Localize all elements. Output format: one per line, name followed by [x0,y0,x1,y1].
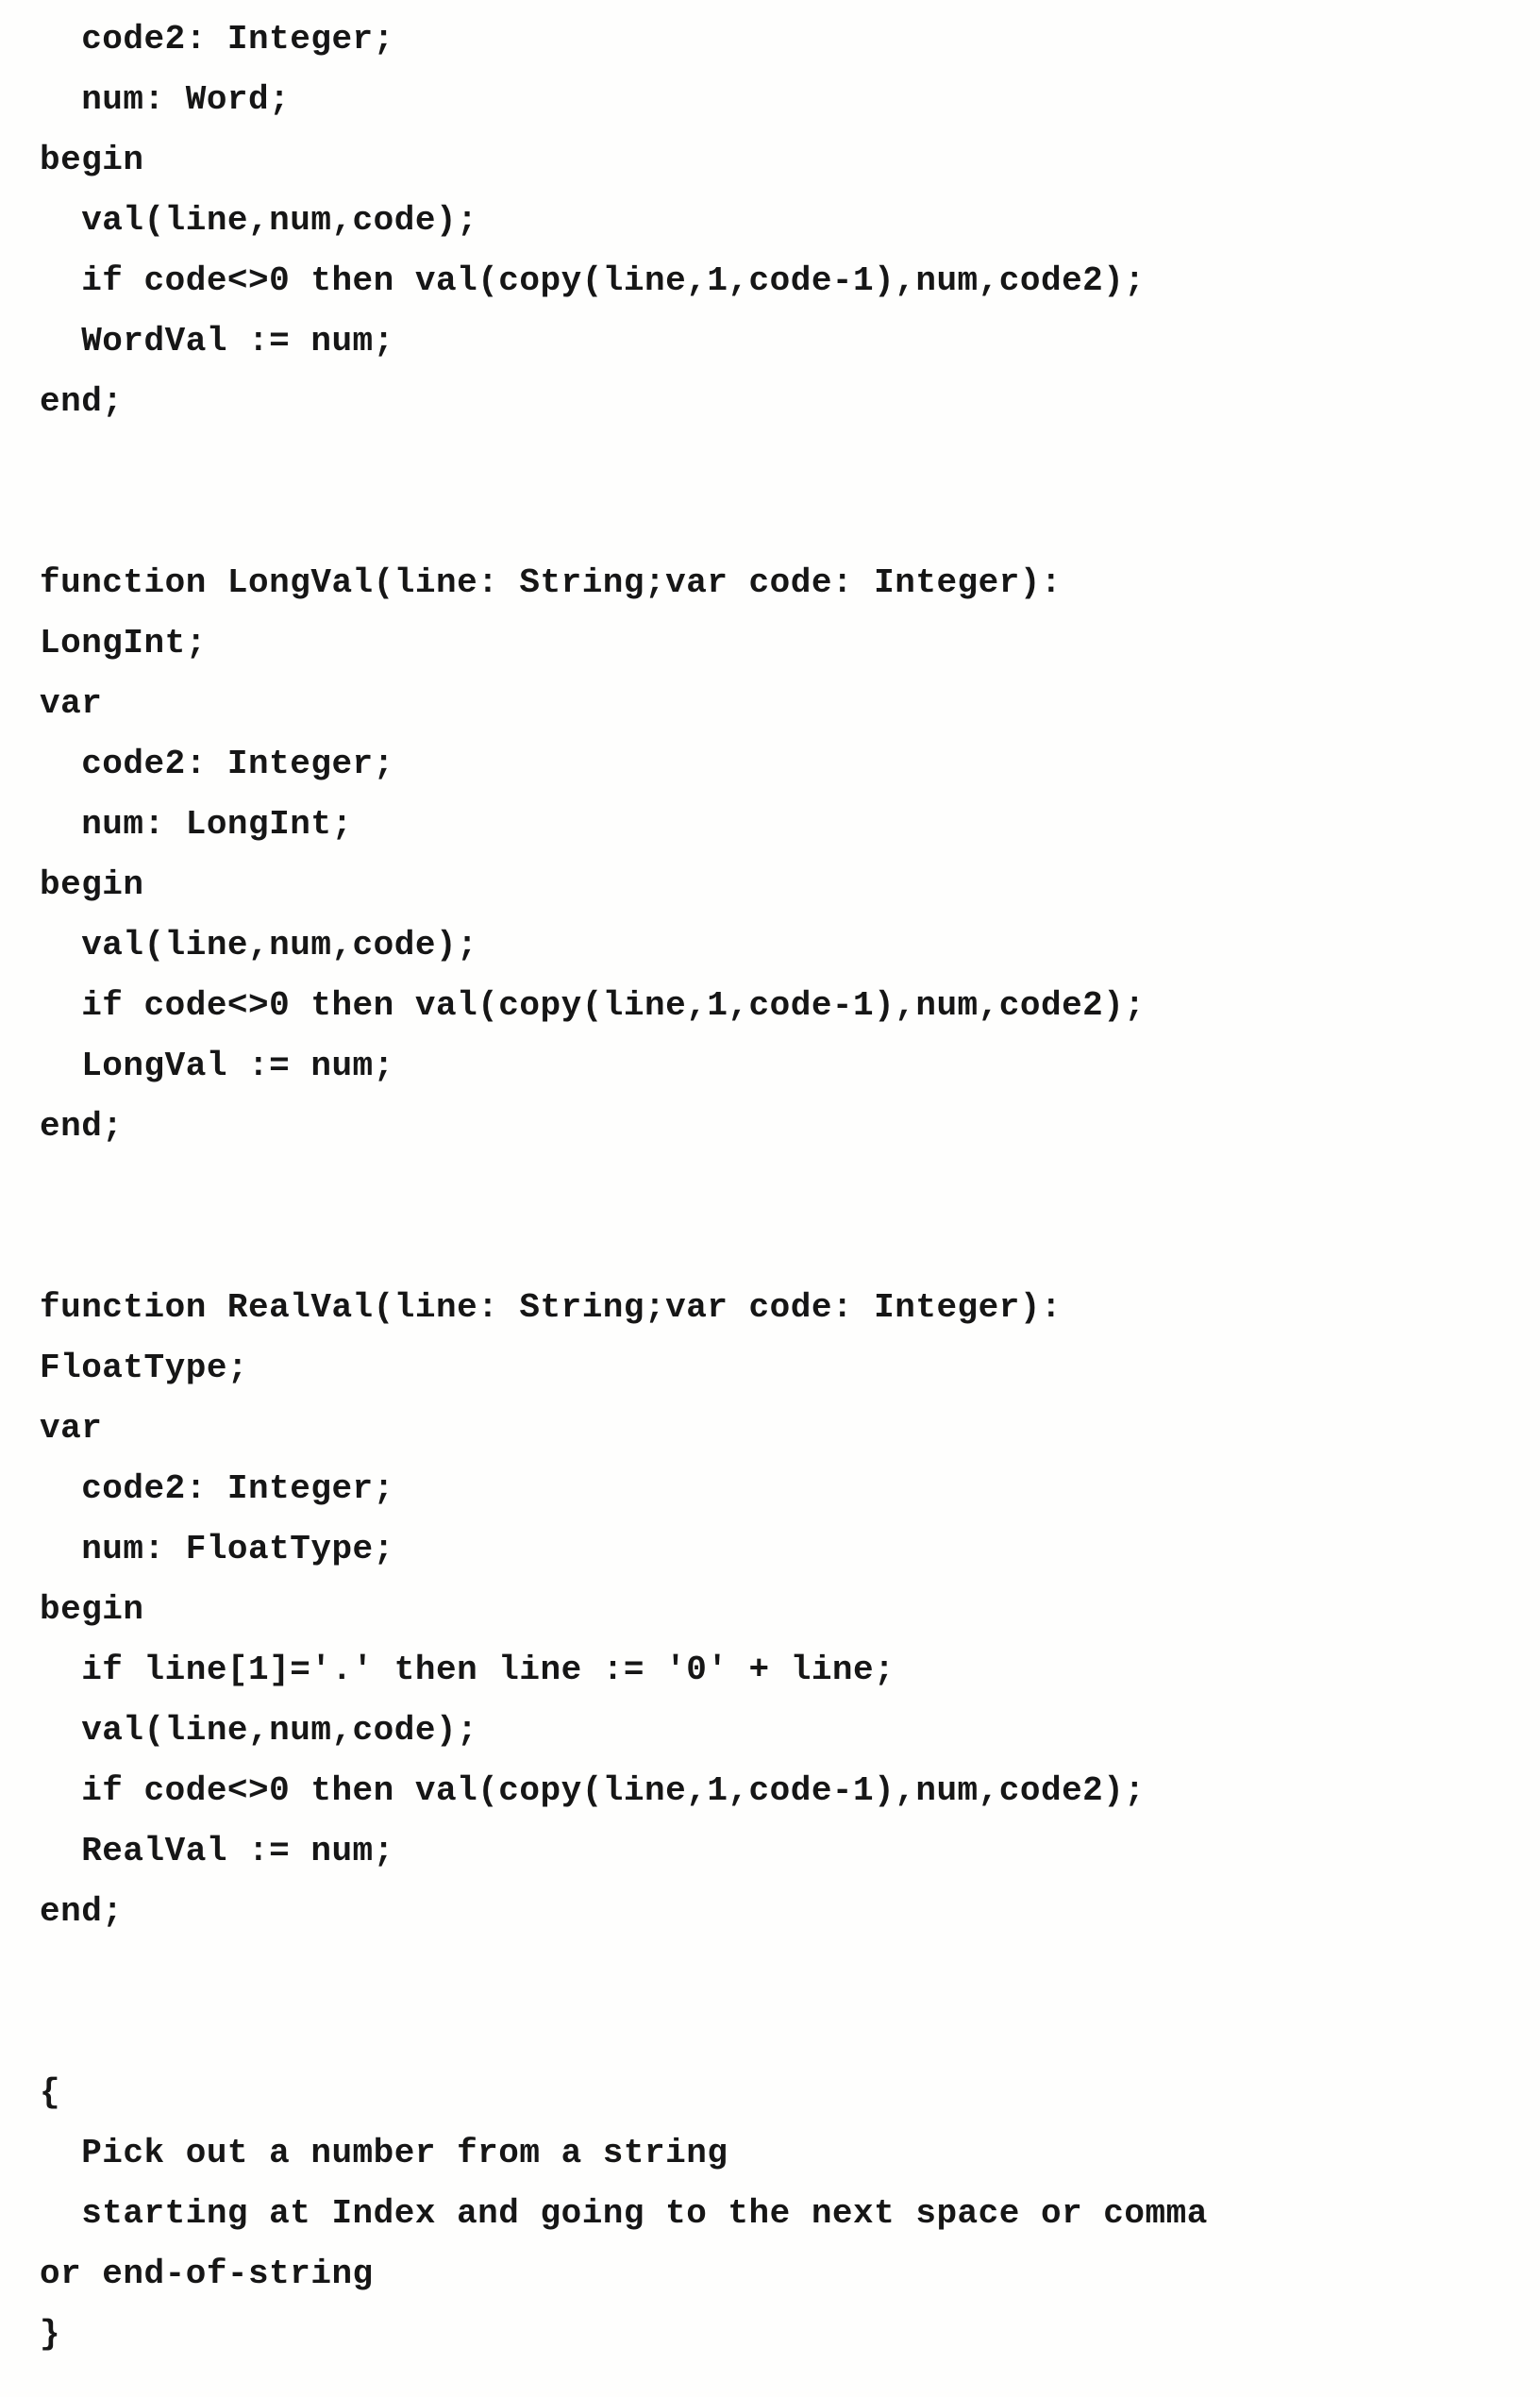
code-line [40,1217,1517,1278]
code-line: end; [40,1892,124,1931]
code-line: val(line,num,code); [40,201,478,240]
code-line [40,493,1517,553]
code-line: starting at Index and going to the next … [40,2194,1208,2233]
code-line: begin [40,1590,144,1629]
code-line: num: Word; [40,80,291,119]
code-line: if code<>0 then val(copy(line,1,code-1),… [40,261,1146,300]
code-line: or end-of-string [40,2255,374,2293]
code-line: var [40,1409,103,1448]
code-line: function LongVal(line: String;var code: … [40,563,1063,602]
code-line [40,2003,1517,2063]
code-line: function RealVal(line: String;var code: … [40,1288,1063,1327]
code-line: end; [40,1107,124,1146]
code-line: begin [40,865,144,904]
code-line: } [40,2315,61,2354]
code-line: FloatType; [40,1349,249,1387]
code-line: WordVal := num; [40,322,394,360]
code-line: end; [40,382,124,421]
code-line [40,1157,1517,1217]
code-line: Pick out a number from a string [40,2134,728,2172]
code-line: val(line,num,code); [40,926,478,964]
code-line: LongVal := num; [40,1047,394,1085]
code-line: var [40,684,103,723]
code-line: code2: Integer; [40,20,394,59]
code-line: code2: Integer; [40,1469,394,1508]
code-line [40,432,1517,493]
code-line: if code<>0 then val(copy(line,1,code-1),… [40,1771,1146,1810]
code-line: code2: Integer; [40,745,394,783]
code-line [40,1942,1517,2003]
code-line: begin [40,141,144,179]
code-line: LongInt; [40,624,207,662]
code-line: num: LongInt; [40,805,353,844]
code-line: if code<>0 then val(copy(line,1,code-1),… [40,986,1146,1025]
code-line: if line[1]='.' then line := '0' + line; [40,1651,896,1689]
code-line: num: FloatType; [40,1530,394,1568]
code-line: { [40,2073,61,2112]
pascal-code-listing: code2: Integer; num: Word; begin val(line… [40,9,1517,2365]
code-line: RealVal := num; [40,1832,394,1870]
code-line: val(line,num,code); [40,1711,478,1750]
